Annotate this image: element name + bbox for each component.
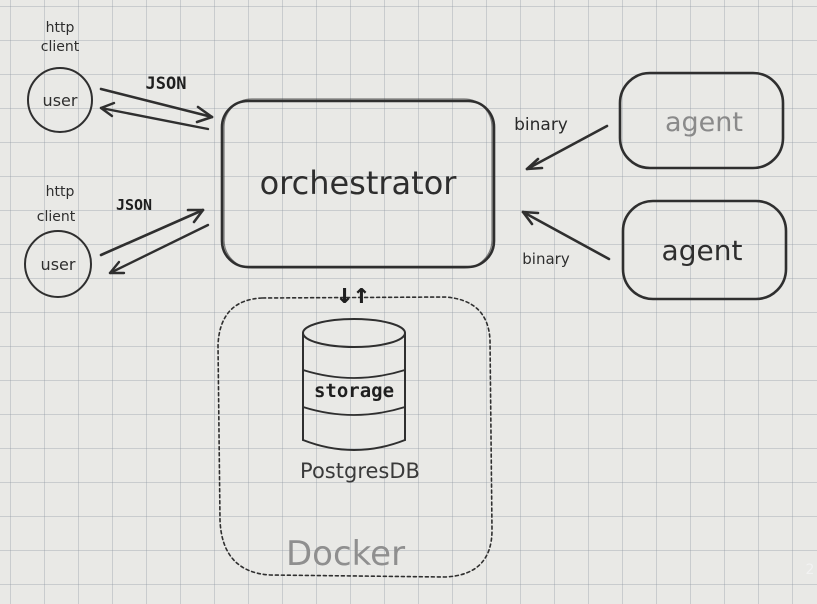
storage-cylinder: storage — [302, 318, 406, 451]
agent-1-label: agent — [665, 107, 743, 138]
agent-2-label: agent — [662, 234, 743, 267]
http-client-1-caption-line1: http — [46, 20, 75, 36]
json-label-1: JSON — [146, 74, 187, 94]
user-2-label: user — [41, 255, 76, 274]
http-client-2-caption-line1: http — [46, 184, 75, 200]
page-number: 2 — [806, 562, 815, 578]
agent-1-arrow — [525, 124, 609, 171]
agent-1-node: agent — [618, 71, 785, 170]
http-client-2: http client user — [24, 184, 92, 298]
http-client-1: http client user — [27, 20, 93, 133]
postgresdb-label: PostgresDB — [300, 459, 420, 483]
json-label-2: JSON — [116, 196, 152, 214]
orchestrator-label: orchestrator — [260, 164, 458, 202]
agent-2-node: agent — [621, 199, 788, 301]
orchestrator-node: orchestrator — [220, 98, 496, 269]
binary-label-1: binary — [514, 115, 568, 135]
docker-label: Docker — [286, 534, 405, 574]
http-client-1-caption-line2: client — [41, 39, 80, 55]
client-2-arrows — [99, 208, 210, 275]
docker-container: Docker — [217, 296, 493, 578]
storage-label: storage — [314, 380, 394, 402]
client-1-arrows — [99, 87, 214, 131]
user-1-label: user — [43, 91, 78, 110]
agent-2-arrow — [521, 210, 611, 261]
binary-label-2: binary — [522, 250, 570, 268]
http-client-2-caption-line2: client — [37, 209, 76, 225]
storage-link-arrows: ↓↑ — [336, 277, 370, 310]
